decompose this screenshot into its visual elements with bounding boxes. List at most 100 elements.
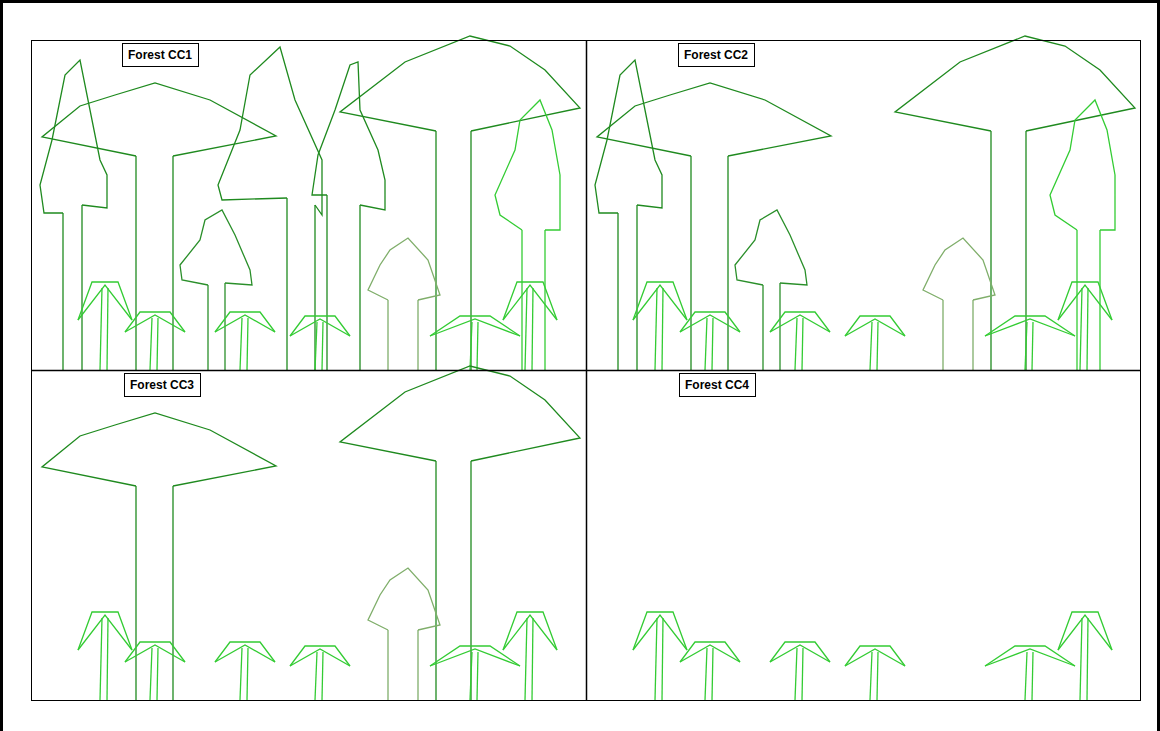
tree-trunk [1025,131,1026,370]
tree-trunk [286,198,287,370]
tree-crown [42,83,276,156]
fern-stroke [322,322,323,370]
fern-stroke [290,319,350,336]
fern-stroke [532,288,533,370]
fern-stroke [215,645,275,662]
fern-stroke [1032,322,1033,370]
fern-stroke [525,618,527,700]
fern-stroke [157,648,158,700]
tree-trunk [1076,230,1077,370]
fern-stroke [802,648,803,700]
tree-trunk [417,300,418,370]
tree-trunk [135,486,136,700]
tree-crown [42,413,276,486]
tree-crown [40,60,107,213]
fern-stroke [845,646,905,666]
tree-crown [218,47,322,215]
fern [633,612,687,700]
tree [368,568,440,700]
fern-stroke [680,642,740,662]
fern [430,316,520,370]
fern-stroke [125,642,185,662]
fern-stroke [662,288,663,370]
fern-stroke [240,648,242,700]
fern-stroke [712,318,713,370]
forest-panel-drawing [42,366,580,700]
fern-stroke [215,312,275,332]
fern [633,282,687,370]
fern-stroke [655,288,657,370]
fern-stroke [1058,615,1112,650]
tree-trunk [544,230,545,370]
tree-trunk [1099,230,1100,370]
fern-stroke [503,612,557,650]
tree-trunk [727,156,728,370]
fern [78,612,132,700]
tree [597,83,831,370]
fern-stroke [150,318,152,370]
fern-stroke [662,618,663,700]
fern [290,646,350,700]
forest-panel-drawing [633,612,1112,700]
fern [503,282,557,370]
fern-stroke [633,612,687,650]
fern-stroke [430,316,520,336]
tree [735,210,807,370]
fern-stroke [125,315,185,332]
fern-stroke [78,612,132,650]
fern [770,642,830,700]
fern-stroke [1025,652,1027,700]
fern-stroke [633,282,687,320]
tree [340,36,580,370]
tree-crown [368,568,440,630]
fern-stroke [870,652,872,700]
fern-stroke [985,316,1075,336]
fern-stroke [770,645,830,662]
tree-trunk [387,630,388,700]
fern-stroke [877,652,878,700]
panel-label-box: Forest CC2 [678,43,755,67]
tree-drawings [40,36,1135,700]
fern-stroke [430,649,520,666]
tree-trunk [617,213,618,370]
fern-stroke [315,652,317,700]
outer-frame [0,0,3,731]
fern-stroke [315,322,317,370]
tree [495,100,560,370]
fern-stroke [100,618,102,700]
fern-stroke [1025,322,1027,370]
tree [312,62,385,370]
panel-label: Forest CC4 [685,377,750,393]
fern-stroke [680,315,740,332]
tree-trunk [359,205,360,370]
fern-stroke [503,615,557,650]
fern-stroke [845,316,905,336]
fern [1058,282,1112,370]
fern-stroke [1080,288,1082,370]
tree [340,366,580,700]
tree-crown [495,100,560,230]
tree-trunk [972,300,973,370]
fern [1058,612,1112,700]
tree-trunk [207,285,208,370]
tree-trunk [762,285,763,370]
tree-trunk [470,131,471,370]
fern-stroke [985,649,1075,666]
outer-frame [1157,0,1160,731]
fern-stroke [215,642,275,662]
tree [368,238,440,370]
fern-stroke [633,615,687,650]
tree-crown [597,83,831,156]
fern [215,642,275,700]
panel-label-box: Forest CC1 [122,43,199,67]
tree [40,60,107,370]
fern [430,646,520,700]
panel-grid [31,370,1141,372]
fern-stroke [1058,285,1112,320]
fern-stroke [215,315,275,332]
fern-stroke [705,318,707,370]
fern [680,312,740,370]
fern-stroke [1058,612,1112,650]
fern-stroke [712,648,713,700]
